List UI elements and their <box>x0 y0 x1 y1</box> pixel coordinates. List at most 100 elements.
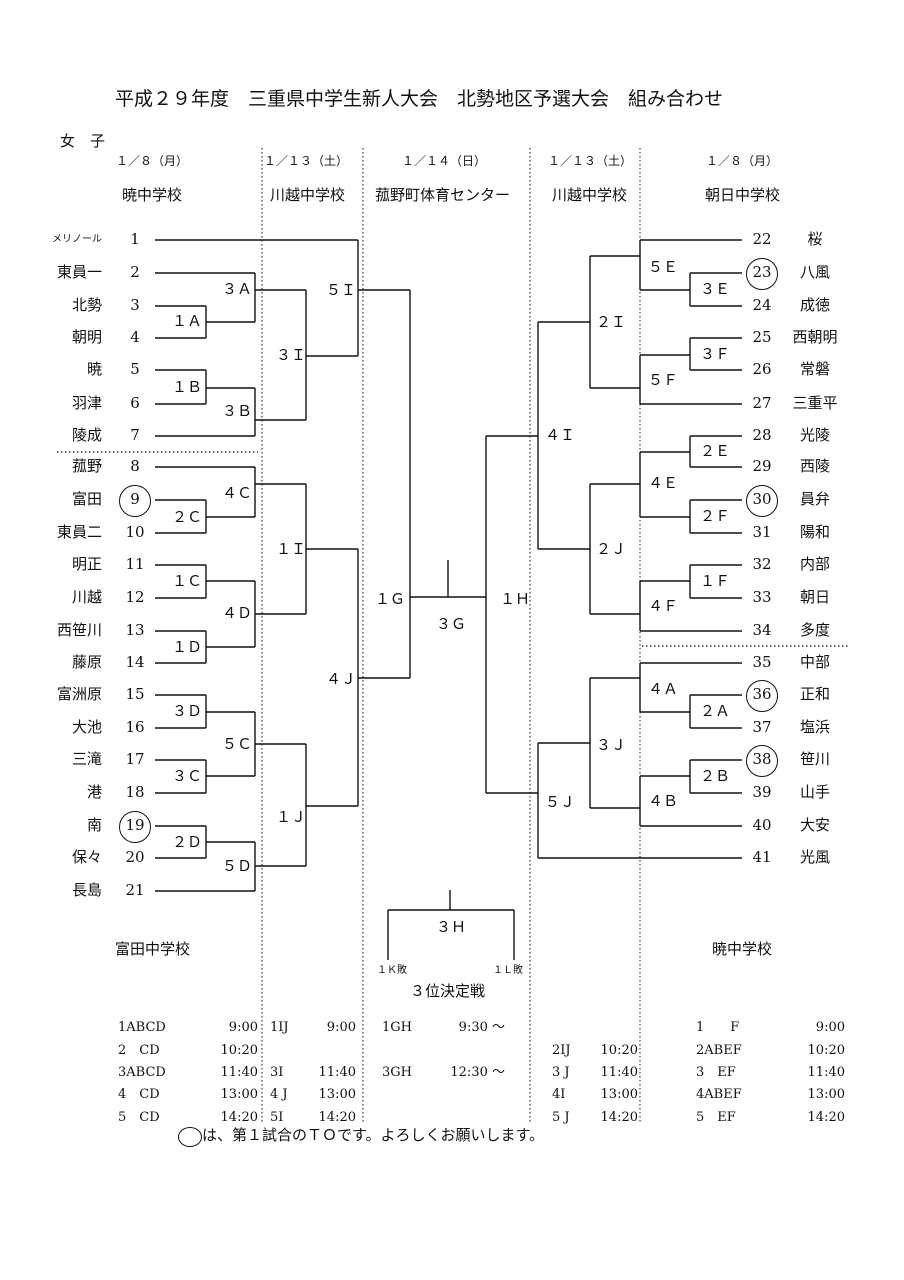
team-name: 暁 <box>86 360 102 378</box>
match-label: ３Ｄ <box>172 702 203 720</box>
team-name: 山手 <box>799 783 830 801</box>
team-name: 大安 <box>799 816 830 834</box>
schedule-match: 5 CD <box>118 1110 160 1125</box>
schedule-match: 5I <box>270 1110 284 1125</box>
team-name: 陵成 <box>71 426 102 444</box>
schedule-match: 1GH <box>382 1020 412 1035</box>
column-date: １／１３（土） <box>264 154 349 168</box>
match-label: ３Ａ <box>222 280 253 298</box>
match-label: ４Ｄ <box>222 604 253 622</box>
column-venue: 川越中学校 <box>270 186 346 204</box>
team-number: 3 <box>130 296 140 314</box>
match-label: ２Ｅ <box>700 442 731 460</box>
team-name: 多度 <box>799 621 830 639</box>
team-number: 6 <box>130 394 140 412</box>
schedule-match: 3 EF <box>696 1065 736 1080</box>
team-name: 八風 <box>799 263 830 281</box>
schedule-time: 13:00 <box>600 1087 638 1102</box>
team-number: 33 <box>752 588 772 606</box>
bottom-venue-left: 富田中学校 <box>115 940 191 958</box>
third-place-left: １Ｋ敗 <box>377 965 407 976</box>
team-name: 朝明 <box>71 328 102 346</box>
circle-icon <box>746 485 778 517</box>
schedule-match: 3ABCD <box>118 1065 166 1080</box>
team-name: 川越 <box>71 588 102 606</box>
team-number: 20 <box>125 848 145 866</box>
team-number: 16 <box>125 718 145 736</box>
match-label: ３Ｇ <box>436 615 467 633</box>
team-name: 東員一 <box>56 263 102 281</box>
match-label: ２Ａ <box>700 702 731 720</box>
schedule-match: 4 J <box>270 1087 288 1102</box>
match-label: ３Ｆ <box>700 345 731 363</box>
match-label: ３Ｉ <box>276 346 307 364</box>
match-label: ４Ｂ <box>648 792 679 810</box>
team-name: 羽津 <box>71 394 102 412</box>
team-name: 中部 <box>799 653 830 671</box>
schedule-match: 3I <box>270 1065 284 1080</box>
team-number: 21 <box>125 881 145 899</box>
team-name: 三滝 <box>71 750 102 768</box>
team-number: 4 <box>130 328 140 346</box>
team-name: 西笹川 <box>56 621 102 639</box>
match-label: ４Ｅ <box>648 474 679 492</box>
team-number: 13 <box>125 621 145 639</box>
team-name: 光陵 <box>799 426 830 444</box>
team-name: 常磐 <box>799 360 830 378</box>
schedule-match: 2IJ <box>552 1043 571 1058</box>
team-number: 35 <box>752 653 772 671</box>
team-number: 25 <box>752 328 772 346</box>
schedule-time: 11:40 <box>220 1065 258 1080</box>
team-number: 32 <box>752 555 772 573</box>
schedule-match: 5 J <box>552 1110 570 1125</box>
team-number: 37 <box>752 718 772 736</box>
schedule-match: 4ABEF <box>696 1087 742 1102</box>
schedule-time: 12:30 ～ <box>450 1065 505 1080</box>
team-number: 7 <box>130 426 140 444</box>
schedule-time: 11:40 <box>807 1065 845 1080</box>
team-name: 笹川 <box>799 750 830 768</box>
match-label: ４Ｊ <box>326 670 357 688</box>
team-number: 11 <box>125 555 145 573</box>
schedule-time: 13:00 <box>807 1087 845 1102</box>
schedule-match: 2 CD <box>118 1043 160 1058</box>
team-number: 34 <box>752 621 772 639</box>
circle-icon <box>746 745 778 777</box>
schedule-match: 4 CD <box>118 1087 160 1102</box>
match-label: ５Ｃ <box>222 735 253 753</box>
column-venue: 暁中学校 <box>122 186 183 204</box>
column-date: １／８（月） <box>116 154 189 168</box>
match-label: ２Ｂ <box>700 767 731 785</box>
team-name: 桜 <box>807 230 823 248</box>
team-name: 陽和 <box>799 523 830 541</box>
team-number: 5 <box>130 360 140 378</box>
team-name: 西朝明 <box>792 328 838 346</box>
team-number: 31 <box>752 523 772 541</box>
schedule-match: 1 F <box>696 1020 740 1035</box>
team-number: 17 <box>125 750 145 768</box>
circle-icon <box>746 680 778 712</box>
match-label: ２Ｃ <box>172 508 203 526</box>
team-number: 40 <box>752 816 772 834</box>
schedule-time: 9:30 ～ <box>458 1020 505 1035</box>
bottom-venue-right: 暁中学校 <box>712 940 773 958</box>
schedule-match: 5 EF <box>696 1110 736 1125</box>
team-name: メリノール <box>52 234 102 245</box>
match-label: ２Ｄ <box>172 833 203 851</box>
match-label: ５Ｅ <box>648 258 679 276</box>
team-number: 39 <box>752 783 772 801</box>
schedule-time: 9:00 <box>228 1020 258 1035</box>
column-date: １／１４（日） <box>402 154 487 168</box>
schedule-time: 14:20 <box>220 1110 258 1125</box>
schedule-match: 1ABCD <box>118 1020 166 1035</box>
team-name: 正和 <box>799 685 830 703</box>
team-number: 28 <box>752 426 772 444</box>
match-label: ４Ｉ <box>545 426 576 444</box>
match-label: １Ｆ <box>700 572 731 590</box>
team-number: 12 <box>125 588 145 606</box>
schedule-match: 3 J <box>552 1065 570 1080</box>
team-number: 27 <box>752 394 772 412</box>
match-label: １Ｄ <box>172 638 203 656</box>
schedule-time: 9:00 <box>815 1020 845 1035</box>
